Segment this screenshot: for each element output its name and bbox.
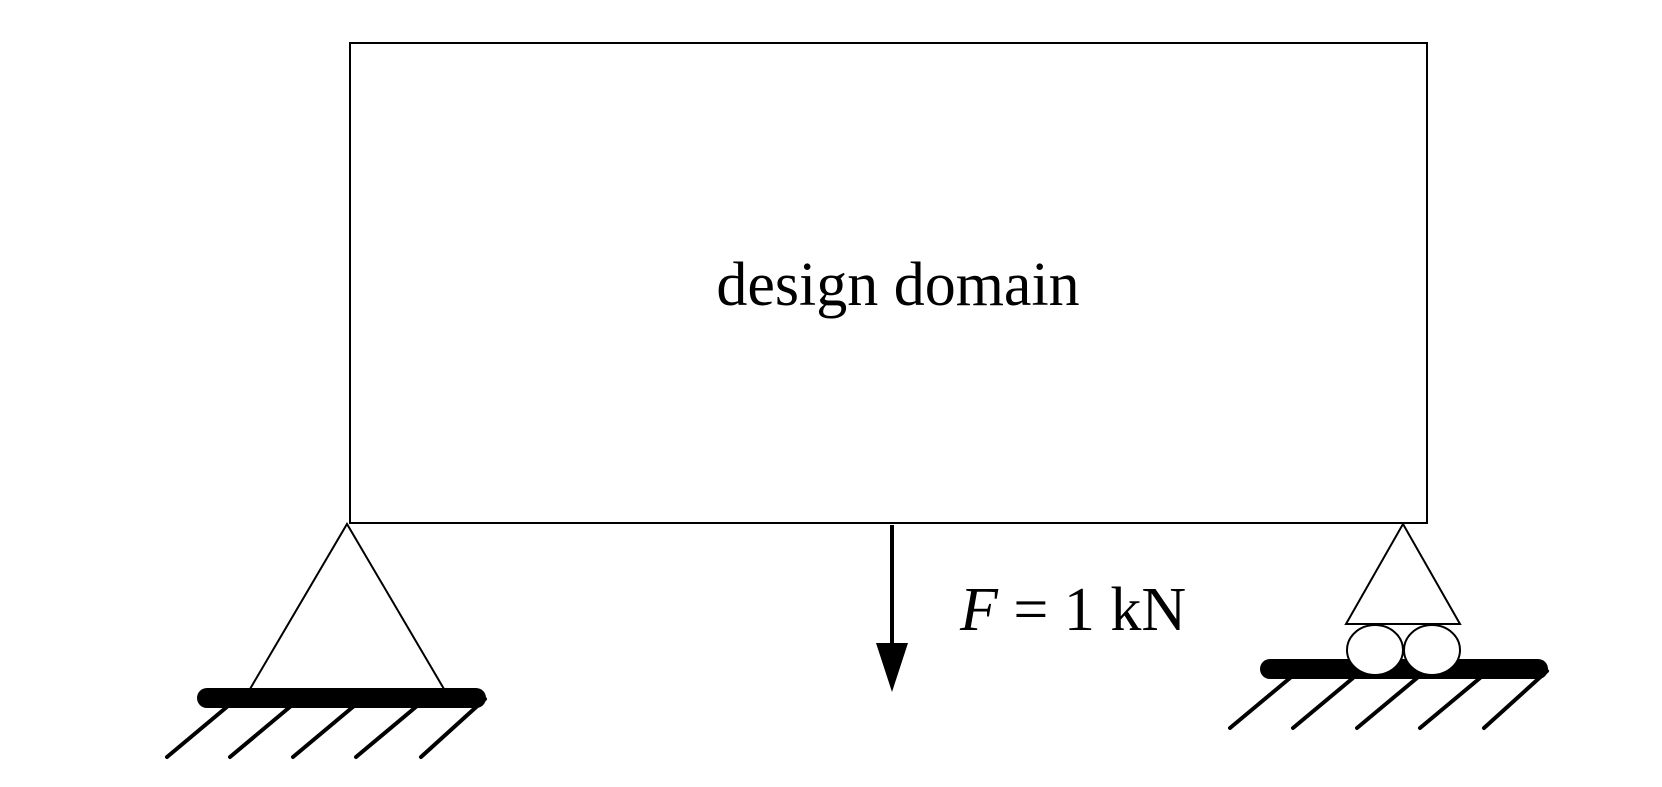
right-ground-hatching: [1228, 669, 1549, 730]
left-pin-support: [165, 522, 487, 759]
left-ground-hatching: [165, 697, 487, 759]
load-value: = 1 kN: [998, 576, 1186, 644]
right-support-triangle: [1344, 521, 1462, 625]
right-roller-wheel-left: [1346, 624, 1404, 676]
left-support-triangle: [249, 522, 445, 690]
load-arrow-head: [876, 643, 908, 692]
right-roller-wheel-right: [1403, 624, 1461, 676]
load-arrow: [876, 525, 908, 692]
load-symbol: F: [959, 576, 999, 644]
design-domain-rect: [349, 42, 1428, 524]
load-label: F = 1 kN: [959, 576, 1186, 644]
right-roller-support: [1228, 521, 1549, 730]
design-domain-label: design domain: [716, 251, 1079, 319]
